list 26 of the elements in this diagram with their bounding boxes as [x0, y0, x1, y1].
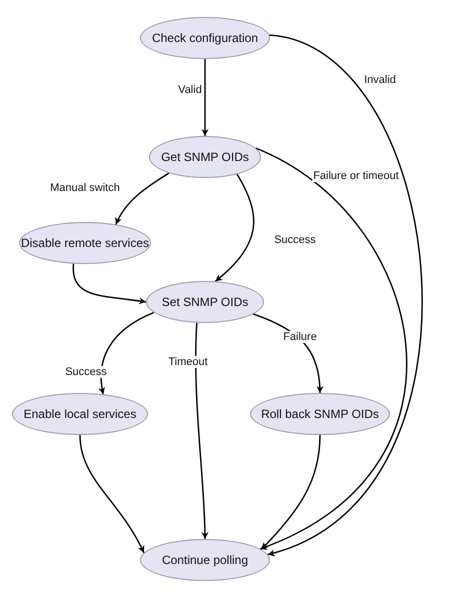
state-label: Check configuration: [152, 31, 258, 45]
state-label: Roll back SNMP OIDs: [261, 407, 379, 421]
edge-label: Timeout: [167, 356, 209, 368]
arrow: [214, 174, 254, 282]
arrow: [260, 434, 321, 550]
state-label: Continue polling: [162, 553, 248, 567]
edge-label: Success: [273, 234, 317, 246]
arrow: [255, 148, 406, 550]
edge-label: Failure: [282, 331, 318, 343]
state-label: Set SNMP OIDs: [162, 295, 248, 309]
state-label: Get SNMP OIDs: [161, 150, 249, 164]
arrow: [98, 312, 154, 394]
arrow: [79, 434, 145, 554]
edge-label: Valid: [177, 84, 203, 96]
state-label: Disable remote services: [20, 236, 150, 250]
edge-label: Failure or timeout: [312, 170, 400, 182]
arrow: [115, 172, 170, 225]
state-label: Enable local services: [24, 407, 136, 421]
arrow: [268, 34, 422, 556]
arrow: [195, 322, 208, 540]
arrow: [202, 59, 208, 136]
edge-label: Manual switch: [49, 182, 121, 194]
edge-label: Invalid: [363, 74, 397, 86]
edge-label: Success: [64, 366, 108, 378]
arrow: [72, 264, 146, 304]
state-ellipse: [140, 539, 270, 581]
